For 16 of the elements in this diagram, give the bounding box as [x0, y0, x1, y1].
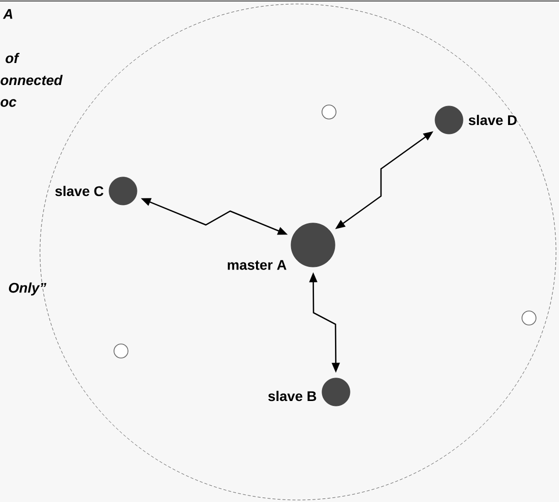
cut-off-text: of	[6, 52, 20, 64]
cut-off-text: oc	[0, 99, 16, 107]
small-circle	[322, 104, 336, 120]
device-dot	[108, 176, 138, 206]
small-circle	[114, 344, 128, 358]
cut-off-text: Only”	[8, 282, 46, 296]
device-dot	[434, 106, 464, 134]
cut-off-text: A	[2, 9, 12, 19]
cut-off-text: onnected	[0, 74, 63, 86]
device-label: slave C	[55, 186, 104, 196]
device-label: slave D	[468, 114, 517, 126]
small-circle	[522, 310, 536, 326]
device-dot	[290, 222, 336, 268]
device-dot	[322, 378, 350, 406]
device-label: slave B	[268, 390, 316, 402]
device-label: master A	[228, 260, 286, 270]
